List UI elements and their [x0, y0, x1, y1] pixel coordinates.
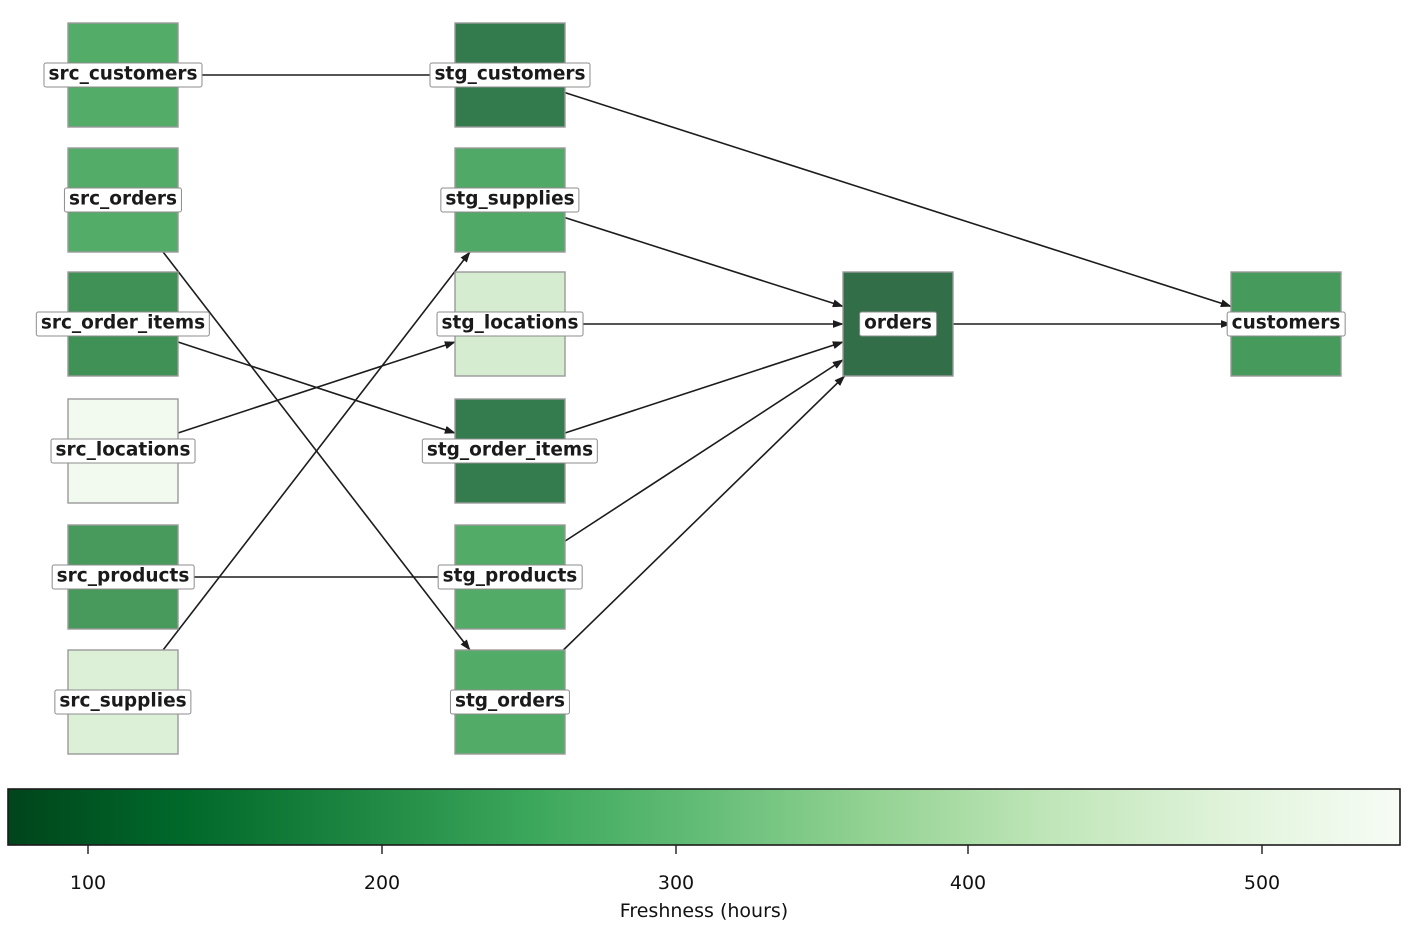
nodes-group [67, 22, 1342, 755]
node-label-stg_customers[interactable]: stg_customers [429, 62, 591, 88]
edge-src_supplies-to-stg_supplies [162, 251, 471, 651]
colorbar-tick-label-300: 300 [657, 872, 695, 894]
edge-src_locations-to-stg_locations [177, 341, 456, 434]
colorbar-gradient [7, 788, 1401, 846]
colorbar-tick-label-400: 400 [949, 872, 987, 894]
colorbar [7, 788, 1401, 854]
node-label-stg_products[interactable]: stg_products [437, 564, 583, 590]
node-label-src_customers[interactable]: src_customers [43, 62, 203, 88]
node-label-stg_orders[interactable]: stg_orders [449, 689, 571, 715]
node-label-orders[interactable]: orders [859, 311, 937, 337]
edge-stg_orders-to-orders [562, 375, 846, 651]
edge-stg_supplies-to-orders [564, 216, 844, 308]
node-label-src_locations[interactable]: src_locations [50, 438, 196, 464]
node-label-src_order_items[interactable]: src_order_items [35, 311, 211, 337]
node-label-stg_locations[interactable]: stg_locations [436, 311, 584, 337]
node-label-stg_order_items[interactable]: stg_order_items [421, 438, 599, 464]
colorbar-tick-label-100: 100 [69, 872, 107, 894]
edge-stg_order_items-to-orders [564, 341, 844, 434]
edge-stg_customers-to-customers [564, 91, 1232, 308]
edges-group [162, 74, 1232, 651]
colorbar-tick-label-500: 500 [1243, 872, 1281, 894]
colorbar-axis-title: Freshness (hours) [619, 900, 789, 922]
colorbar-ticks [87, 845, 1263, 854]
node-label-customers[interactable]: customers [1226, 311, 1346, 337]
node-label-src_products[interactable]: src_products [51, 564, 195, 590]
node-label-src_orders[interactable]: src_orders [63, 187, 183, 213]
node-label-stg_supplies[interactable]: stg_supplies [440, 187, 580, 213]
node-label-src_supplies[interactable]: src_supplies [54, 689, 192, 715]
edge-stg_products-to-orders [564, 359, 844, 542]
colorbar-tick-label-200: 200 [363, 872, 401, 894]
